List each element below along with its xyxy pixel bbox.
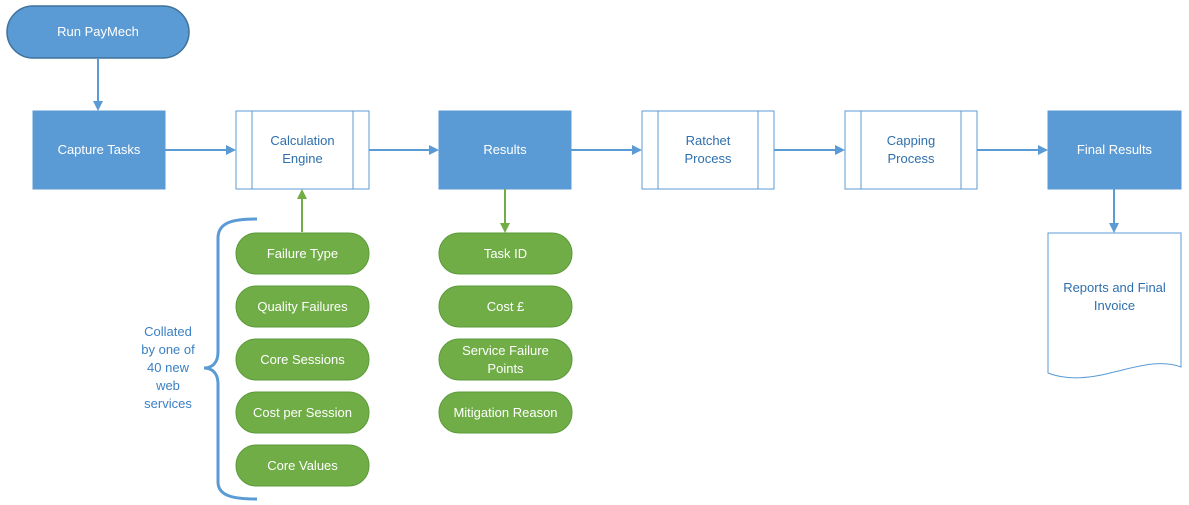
results-box[interactable]	[438, 110, 572, 190]
input-pill-quality-failures[interactable]	[235, 285, 370, 328]
output-label-cost: Cost £	[486, 298, 525, 314]
output-pill-cost[interactable]	[438, 285, 573, 328]
inputs-brace	[203, 217, 258, 501]
input-pill-core-values[interactable]	[235, 444, 370, 487]
capping-process-label: Capping Process	[886, 133, 936, 166]
input-pill-core-sessions[interactable]	[235, 338, 370, 381]
calculation-engine-label: Calculation Engine	[270, 133, 335, 166]
reports-document-shape[interactable]	[1047, 232, 1182, 379]
output-label-task-id: Task ID	[483, 245, 528, 261]
output-pill-task-id[interactable]	[438, 232, 573, 275]
final-results-box[interactable]	[1047, 110, 1182, 190]
output-label-service-failure-points: Service Failure Points	[462, 342, 549, 376]
input-pill-cost-per-session[interactable]	[235, 391, 370, 434]
results-label: Results	[483, 142, 527, 157]
input-label-failure-type: Failure Type	[266, 245, 339, 261]
capture-tasks-label: Capture Tasks	[57, 142, 141, 157]
capping-process-box[interactable]	[844, 110, 978, 190]
input-label-quality-failures: Quality Failures	[257, 298, 348, 314]
output-label-mitigation-reason: Mitigation Reason	[453, 404, 558, 420]
start-label: Run PayMech	[57, 24, 139, 39]
input-pill-failure-type[interactable]	[235, 232, 370, 275]
final-results-label: Final Results	[1076, 142, 1153, 157]
inputs-note: Collated by one of 40 new web services	[141, 324, 195, 411]
reports-document-label: Reports and Final Invoice	[1063, 280, 1166, 313]
input-label-core-values: Core Values	[267, 457, 338, 473]
input-label-core-sessions: Core Sessions	[260, 351, 345, 367]
ratchet-process-box[interactable]	[641, 110, 775, 190]
output-pill-service-failure-points[interactable]	[438, 338, 573, 381]
ratchet-process-label: Ratchet Process	[684, 133, 732, 166]
input-label-cost-per-session: Cost per Session	[253, 404, 352, 420]
calculation-engine-box[interactable]	[235, 110, 370, 190]
capture-tasks-box[interactable]	[32, 110, 166, 190]
output-pill-mitigation-reason[interactable]	[438, 391, 573, 434]
